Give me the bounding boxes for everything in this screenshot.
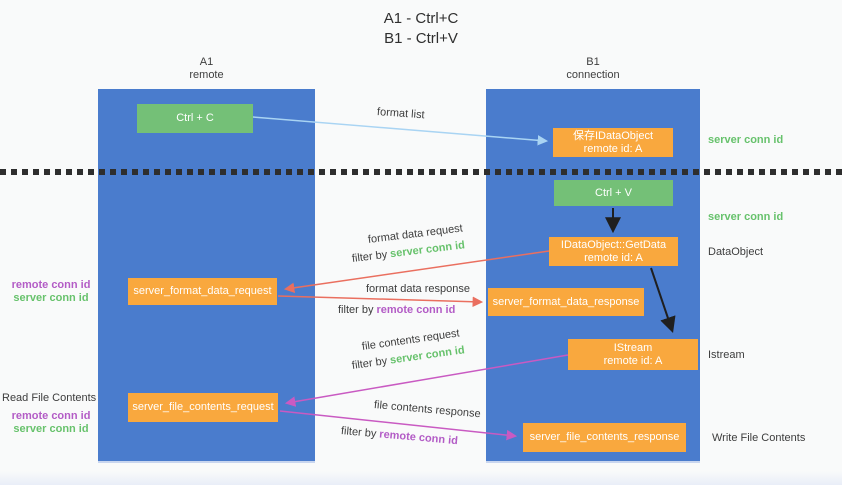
filter-by-prefix: filter by — [340, 425, 377, 441]
column-a1-role: remote — [189, 69, 224, 81]
remote-conn-id-key: remote conn id — [376, 304, 456, 316]
node-idataobject-getdata: IDataObject::GetData remote id: A — [549, 237, 678, 266]
server-file-contents-request-label: server_file_contents_request — [132, 401, 274, 413]
server-format-data-response-label: server_format_data_response — [492, 295, 640, 308]
filter-by-prefix: filter by — [351, 248, 388, 265]
node-server-format-data-request: server_format_data_request — [128, 278, 277, 305]
getdata-line1: IDataObject::GetData — [560, 238, 667, 251]
save-idataobject-line2: remote id: A — [583, 142, 643, 155]
remote-conn-id-key: remote conn id — [11, 279, 91, 291]
annotation-dataobject: DataObject — [708, 246, 764, 258]
column-header-a1: A1 remote — [98, 56, 315, 82]
column-header-b1: B1 connection — [486, 56, 700, 82]
diagram-title: A1 - Ctrl+C B1 - Ctrl+V — [0, 9, 842, 49]
node-server-file-contents-request: server_file_contents_request — [128, 393, 278, 422]
getdata-line2: remote id: A — [584, 251, 643, 264]
title-line-2: B1 - Ctrl+V — [384, 30, 458, 47]
column-b1-name: B1 — [586, 56, 600, 68]
istream-line2: remote id: A — [603, 354, 663, 367]
node-server-format-data-response: server_format_data_response — [488, 288, 644, 316]
column-b1-role: connection — [566, 69, 620, 81]
remote-conn-id-key: remote conn id — [378, 428, 459, 448]
node-ctrl-c: Ctrl + C — [137, 104, 253, 133]
ctrl-v-label: Ctrl + V — [595, 186, 632, 199]
column-a1-name: A1 — [199, 56, 214, 68]
server-format-data-request-label: server_format_data_request — [133, 285, 272, 297]
ctrl-c-label: Ctrl + C — [176, 112, 214, 124]
label-file-contents-response: file contents response — [373, 399, 482, 421]
annotation-read-file-contents: Read File Contents — [2, 392, 97, 404]
annotation-server-conn-id-mid: server conn id — [708, 211, 784, 223]
label-format-data-response: format data response — [366, 283, 470, 295]
node-save-idataobject: 保存IDataObject remote id: A — [553, 128, 673, 157]
node-istream: IStream remote id: A — [568, 339, 698, 370]
server-conn-id-key: server conn id — [389, 239, 466, 261]
filter-by-prefix: filter by — [338, 304, 374, 316]
annotation-conn-ids-upper: remote conn id server conn id — [6, 279, 96, 305]
annotation-conn-ids-lower: remote conn id server conn id — [6, 410, 96, 436]
label-format-list: format list — [376, 106, 425, 122]
server-conn-id-key: server conn id — [13, 292, 89, 304]
filter-by-prefix: filter by — [351, 355, 388, 372]
save-idataobject-line1: 保存IDataObject — [572, 129, 654, 142]
annotation-write-file-contents: Write File Contents — [712, 432, 806, 444]
server-file-contents-response-label: server_file_contents_response — [529, 431, 680, 443]
bottom-fade — [0, 471, 842, 485]
node-ctrl-v: Ctrl + V — [554, 180, 673, 206]
server-conn-id-key: server conn id — [13, 423, 89, 435]
istream-line1: IStream — [613, 341, 653, 354]
title-line-1: A1 - Ctrl+C — [383, 10, 459, 27]
phase-divider-dashed-line — [0, 169, 842, 175]
remote-conn-id-key: remote conn id — [11, 410, 91, 422]
annotation-istream: Istream — [708, 349, 745, 361]
node-server-file-contents-response: server_file_contents_response — [523, 423, 686, 452]
annotation-server-conn-id-top: server conn id — [708, 134, 784, 146]
